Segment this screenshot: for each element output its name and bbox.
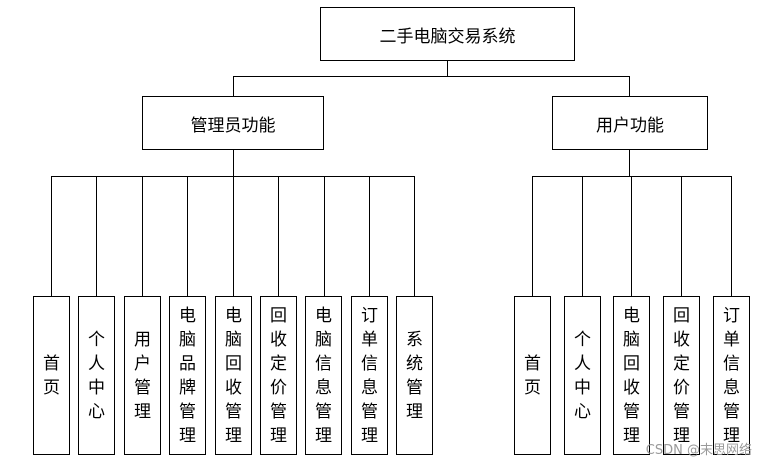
admin-leaf-user-management: 用户管理: [124, 296, 161, 455]
admin-leaf-personal-center: 个人中心: [78, 296, 115, 455]
user-leaf-label: 电脑回收管理: [623, 305, 640, 446]
user-functions-label: 用户功能: [596, 115, 664, 136]
connector-root-bar: [233, 76, 630, 77]
admin-functions-node: 管理员功能: [142, 96, 324, 150]
admin-leaf-home: 首页: [33, 296, 70, 455]
connector-admin-leaf-1: [51, 176, 52, 296]
connector-user-bar: [532, 176, 732, 177]
admin-functions-label: 管理员功能: [190, 115, 276, 136]
admin-leaf-label: 回收定价管理: [270, 305, 287, 446]
admin-leaf-order-management: 订单信息管理: [351, 296, 388, 455]
connector-user-leaf-3: [631, 176, 632, 296]
connector-user-leaf-2: [582, 176, 583, 296]
user-leaf-recycle-management: 电脑回收管理: [613, 296, 650, 455]
admin-leaf-label: 系统管理: [406, 329, 423, 422]
admin-leaf-recycle-management: 电脑回收管理: [215, 296, 252, 455]
user-leaf-label: 订单信息管理: [723, 305, 740, 446]
connector-admin-leaf-7: [324, 176, 325, 296]
admin-leaf-label: 用户管理: [134, 329, 151, 422]
connector-user-leaf-4: [681, 176, 682, 296]
admin-leaf-label: 个人中心: [88, 329, 105, 422]
connector-user-down: [629, 150, 630, 177]
root-node: 二手电脑交易系统: [320, 7, 575, 61]
user-leaf-label: 个人中心: [574, 329, 591, 422]
user-leaf-pricing-management: 回收定价管理: [663, 296, 700, 455]
user-leaf-home: 首页: [514, 296, 551, 455]
connector-admin-leaf-2: [96, 176, 97, 296]
connector-admin-leaf-5: [233, 176, 234, 296]
connector-admin-leaf-8: [369, 176, 370, 296]
admin-leaf-label: 首页: [43, 353, 60, 398]
admin-leaf-label: 电脑回收管理: [225, 305, 242, 446]
connector-user-leaf-5: [731, 176, 732, 296]
connector-user-up: [629, 76, 630, 96]
admin-leaf-label: 电脑品牌管理: [179, 305, 196, 446]
admin-leaf-computer-info-management: 电脑信息管理: [305, 296, 342, 455]
watermark: CSDN @末思网络: [645, 443, 752, 458]
connector-admin-leaf-9: [414, 176, 415, 296]
admin-leaf-label: 订单信息管理: [361, 305, 378, 446]
connector-admin-up: [233, 76, 234, 96]
user-leaf-label: 首页: [524, 353, 541, 398]
admin-leaf-label: 电脑信息管理: [315, 305, 332, 446]
admin-leaf-system-management: 系统管理: [396, 296, 433, 455]
user-leaf-label: 回收定价管理: [673, 305, 690, 446]
user-leaf-order-management: 订单信息管理: [713, 296, 750, 455]
root-node-label: 二手电脑交易系统: [379, 26, 516, 47]
user-leaf-personal-center: 个人中心: [564, 296, 601, 455]
user-functions-node: 用户功能: [552, 96, 708, 150]
connector-user-leaf-1: [532, 176, 533, 296]
connector-admin-leaf-6: [278, 176, 279, 296]
admin-leaf-pricing-management: 回收定价管理: [260, 296, 297, 455]
connector-admin-leaf-3: [142, 176, 143, 296]
connector-root-down: [447, 61, 448, 77]
admin-leaf-brand-management: 电脑品牌管理: [169, 296, 206, 455]
connector-admin-down: [233, 150, 234, 177]
connector-admin-leaf-4: [187, 176, 188, 296]
